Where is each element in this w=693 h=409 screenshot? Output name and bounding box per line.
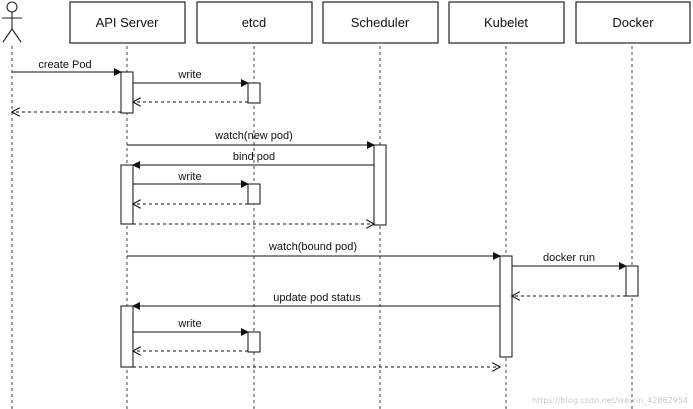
message-label: create Pod <box>38 59 91 71</box>
actor-icon <box>2 1 22 43</box>
message-label: bind pod <box>233 151 275 163</box>
participant-scheduler: Scheduler <box>322 1 439 44</box>
participant-etcd: etcd <box>196 1 313 44</box>
message-watch-new-pod: watch(new pod) <box>127 130 375 149</box>
message-label: watch(bound pod) <box>268 241 357 253</box>
participant-label: Kubelet <box>484 15 528 30</box>
activation-scheduler <box>373 144 387 226</box>
message-write-2: write <box>133 171 249 188</box>
activation-api-2 <box>120 164 134 225</box>
message-bind-pod: bind pod <box>132 151 374 169</box>
activation-etcd-1 <box>247 82 261 104</box>
message-docker-run: docker run <box>512 252 627 270</box>
watermark-text: https://blog.csdn.net/weixin_42862954 <box>532 396 688 405</box>
message-watch-bound-pod: watch(bound pod) <box>127 241 501 260</box>
participant-label: etcd <box>242 15 267 30</box>
message-label: watch(new pod) <box>214 130 293 142</box>
activation-kubelet <box>499 255 513 358</box>
message-label: write <box>177 69 201 81</box>
message-create-pod: create Pod <box>12 59 122 76</box>
activation-etcd-2 <box>247 183 261 205</box>
activation-api-3 <box>120 305 134 368</box>
participant-docker: Docker <box>575 1 691 44</box>
activation-etcd-3 <box>247 331 261 353</box>
message-label: update pod status <box>273 292 361 304</box>
message-write-3: write <box>133 318 249 336</box>
message-update-pod-status: update pod status <box>132 292 500 310</box>
participant-api-server: API Server <box>69 1 186 44</box>
participant-label: Scheduler <box>351 15 410 30</box>
message-label: write <box>177 318 201 330</box>
activation-docker <box>625 265 639 297</box>
message-label: docker run <box>543 252 595 264</box>
message-label: write <box>177 171 201 183</box>
participant-label: Docker <box>612 15 654 30</box>
participant-kubelet: Kubelet <box>448 1 565 44</box>
participant-label: API Server <box>96 15 160 30</box>
message-write-1: write <box>133 69 249 87</box>
activation-api-1 <box>120 71 134 114</box>
